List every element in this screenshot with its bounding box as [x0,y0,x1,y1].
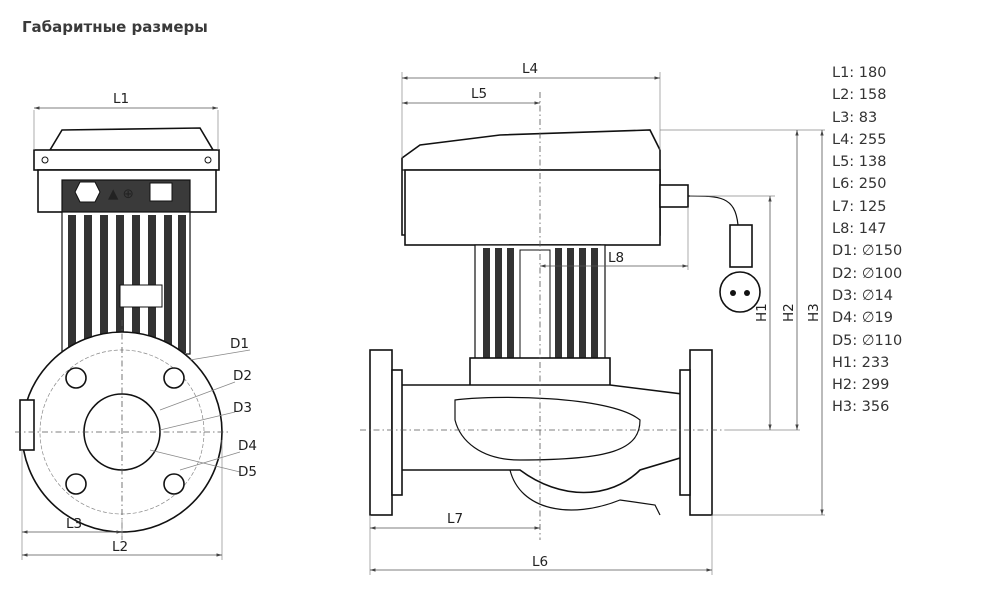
label-H1: H1 [754,303,770,322]
dimension-item: H2: 299 [832,377,890,394]
label-H2: H2 [781,303,797,322]
side-view [360,72,825,575]
dimension-item: D3: ∅14 [832,287,893,304]
dimension-list: L1: 180 L2: 158 L3: 83 L4: 255 L5: 138 L… [832,62,902,419]
side-fins [474,244,606,361]
dimension-item: H1: 233 [832,354,890,371]
dimension-item: L5: 138 [832,154,887,171]
front-view: ▲ ⊕ [15,106,251,560]
label-L7: L7 [447,511,463,527]
label-D1: D1 [230,336,249,352]
dimension-item: L1: 180 [832,65,887,81]
dimension-item: D1: ∅150 [832,243,903,260]
label-L1: L1 [113,91,129,107]
label-L8: L8 [608,250,624,266]
label-D2: D2 [233,368,252,384]
svg-text:▲ ⊕: ▲ ⊕ [108,186,134,202]
label-L6: L6 [532,554,548,570]
label-H3: H3 [806,303,822,322]
dimension-item: D5: ∅110 [832,332,903,349]
label-L4: L4 [522,61,538,77]
cooling-fins [61,211,191,355]
dimension-item: H3: 356 [832,399,890,416]
dimension-item: L6: 250 [832,176,887,193]
label-D3: D3 [233,400,252,416]
page-title: Габаритные размеры [22,18,208,36]
dimension-item: L2: 158 [832,87,887,104]
dimension-item: L4: 255 [832,131,887,148]
dimension-item: L7: 125 [832,198,887,215]
label-D5: D5 [238,464,257,480]
dimension-item: D4: ∅19 [832,310,893,327]
dimension-item: L3: 83 [832,109,878,126]
label-L2: L2 [112,539,128,555]
dimension-item: L8: 147 [832,221,887,238]
label-L5: L5 [471,86,487,102]
dimension-item: D2: ∅100 [832,265,903,282]
label-L3: L3 [66,516,82,532]
label-D4: D4 [238,438,257,454]
